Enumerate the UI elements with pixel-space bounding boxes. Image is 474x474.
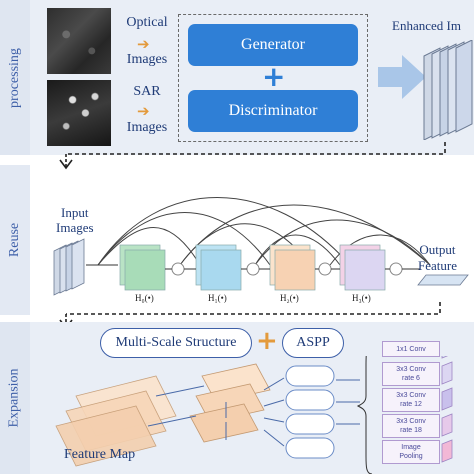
enhanced-images-label: Enhanced Im (392, 18, 461, 33)
output-label-line2: Feature (418, 258, 457, 273)
optical-image-thumbnail (47, 8, 111, 74)
big-arrow-right-icon (378, 55, 426, 99)
h2-label: H₂(•) (280, 293, 299, 303)
conv-rate18-line1: 3x3 Conv (396, 418, 426, 425)
input-images-label: Input Images (56, 205, 94, 235)
input-label-line2: Images (56, 220, 94, 235)
multi-scale-structure-oval: Multi-Scale Structure (100, 328, 252, 358)
optical-images-label: Images (126, 52, 168, 67)
sar-images-label: Images (126, 120, 168, 135)
output-feature-label: Output Feature (418, 242, 457, 274)
aspp-oval: ASPP (282, 328, 344, 358)
optical-label: Optical (121, 13, 173, 33)
sar-image-thumbnail (47, 80, 111, 146)
expansion-stage-label: Expansion (0, 322, 30, 474)
input-label-line1: Input (61, 205, 89, 220)
conv-rate12-line1: 3x3 Conv (396, 392, 426, 399)
dense-block-diagram (53, 197, 469, 296)
enhanced-image-stack (423, 40, 473, 140)
conv-rate6-line2: rate 6 (402, 375, 420, 382)
conv-rate12-box: 3x3 Conv rate 12 (382, 388, 440, 412)
processing-stage-label: processing (0, 0, 30, 155)
conv-rate12-line2: rate 12 (400, 401, 422, 408)
image-pooling-line1: Image (401, 444, 421, 451)
plus-icon: + (262, 60, 286, 93)
conv-1x1-text: 1x1 Conv (396, 345, 426, 353)
output-label-line1: Output (419, 242, 456, 257)
feature-map-label: Feature Map (64, 447, 136, 462)
image-pooling-line2: Pooling (399, 453, 423, 460)
h0-label: H₀(•) (135, 293, 154, 303)
arrow-right-icon: ➔ (137, 102, 150, 120)
optical-label-line1: Optical (126, 15, 168, 30)
conv-rate6-line1: 3x3 Conv (396, 366, 426, 373)
conv-rate18-line2: rate 18 (400, 427, 422, 434)
conv-1x1-box: 1x1 Conv (382, 341, 440, 357)
sar-label: SAR (133, 84, 161, 99)
arrow-right-icon: ➔ (137, 35, 150, 53)
discriminator-box: Discriminator (188, 90, 358, 132)
feature-pyramid (55, 356, 453, 474)
reuse-stage-label: Reuse (0, 165, 30, 315)
plus-icon: + (256, 326, 278, 356)
conv-rate18-box: 3x3 Conv rate 18 (382, 414, 440, 438)
gan-dashed-frame (178, 14, 368, 142)
h1-label: H₁(•) (208, 293, 227, 303)
generator-box: Generator (188, 24, 358, 66)
h3-label: H₃(•) (352, 293, 371, 303)
conv-rate6-box: 3x3 Conv rate 6 (382, 362, 440, 386)
image-pooling-box: Image Pooling (382, 440, 440, 464)
stage-connector (59, 142, 446, 170)
